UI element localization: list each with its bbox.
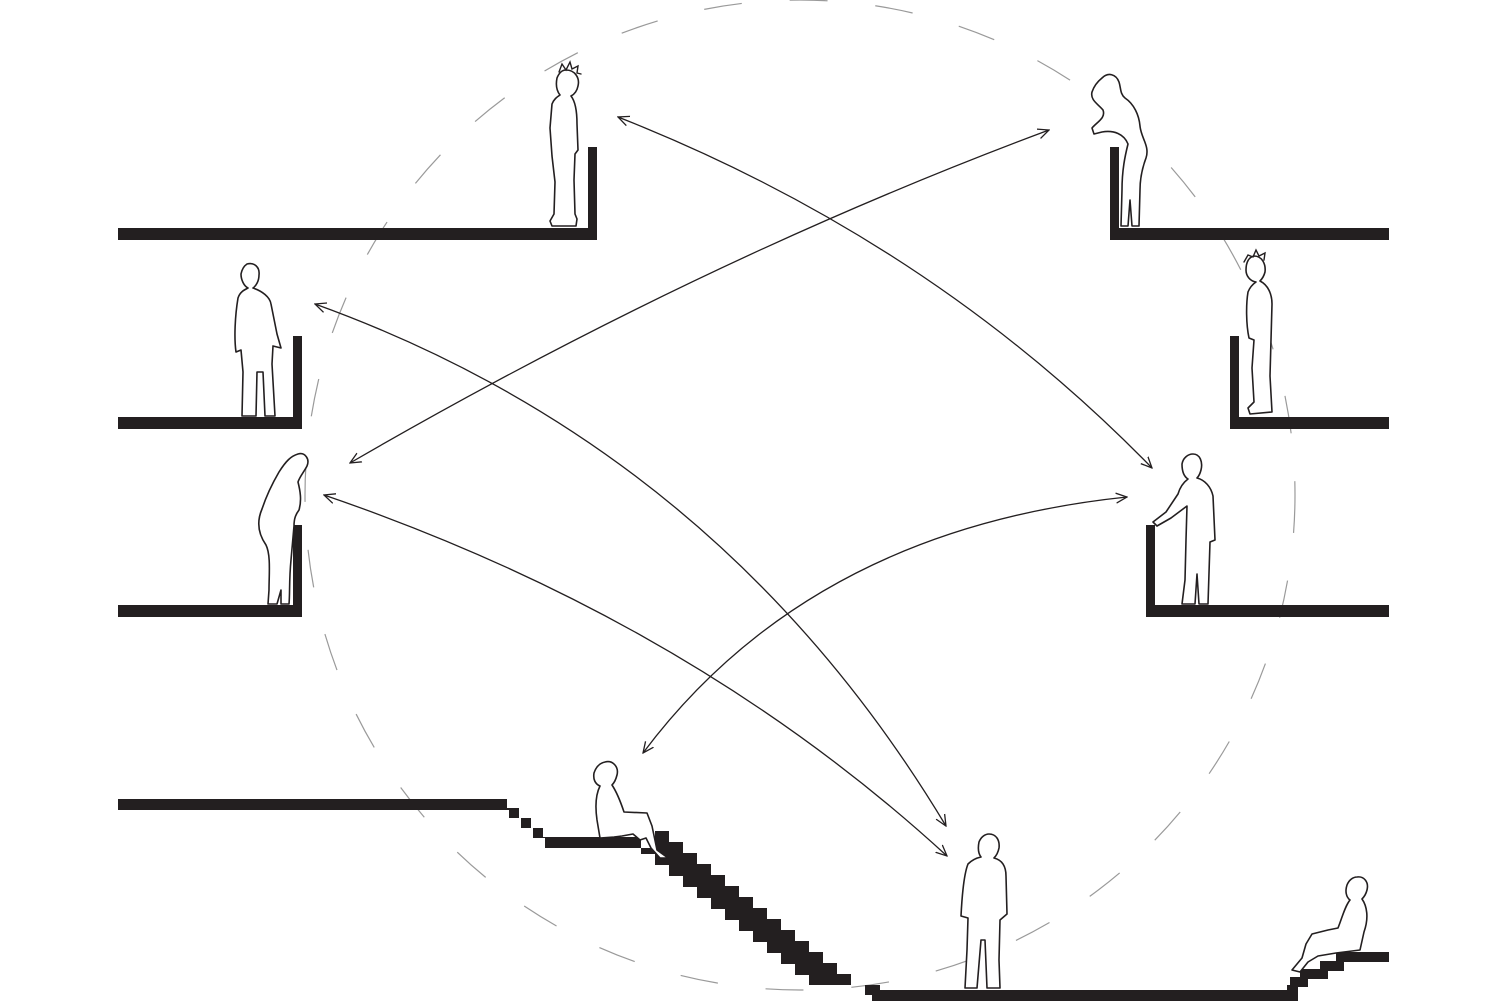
sightline-3 — [315, 304, 946, 826]
person-standing-left-middle — [234, 262, 282, 417]
right-floor-top — [1110, 147, 1389, 240]
person-seated-right-stairs — [1291, 876, 1369, 973]
left-floor-lower — [118, 525, 302, 617]
person-seated-stairs — [592, 760, 669, 859]
ground-terrace-and-stairs — [118, 799, 1389, 1001]
sightline-1 — [618, 117, 1152, 468]
person-leaning-left-lower — [257, 452, 309, 605]
left-floor-middle — [118, 336, 302, 429]
person-leaning-top-right — [1090, 73, 1148, 227]
sightline-5 — [643, 497, 1127, 753]
right-floor-lower — [1146, 525, 1389, 617]
person-standing-right-middle — [1243, 248, 1273, 415]
person-standing-top-left — [549, 60, 582, 227]
right-floor-middle — [1230, 336, 1389, 429]
guide-circle — [304, 0, 1296, 991]
person-hand-on-rail-right-lower — [1152, 453, 1216, 605]
left-floor-top — [118, 147, 597, 240]
sightline-2 — [350, 130, 1049, 463]
person-standing-bottom — [960, 833, 1008, 989]
